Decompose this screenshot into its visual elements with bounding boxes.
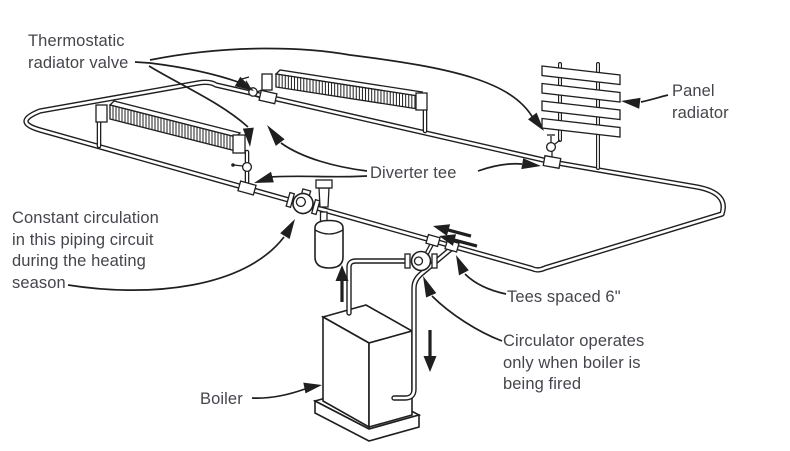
label-line: Thermostatic: [28, 32, 125, 50]
leader-trv-to-upper: [134, 61, 254, 91]
boiler-supply-tee: [425, 233, 441, 248]
leader-diverter-left: [254, 171, 368, 183]
label-panel-radiator: Panel radiator: [672, 81, 729, 124]
expansion-tank: [314, 179, 344, 269]
left-baseboard-radiator: [95, 100, 257, 196]
boiler-circulator: [404, 250, 438, 272]
leader-constant-circulation: [67, 219, 295, 292]
leader-panel-label: [621, 94, 669, 109]
system-circulator: [285, 188, 321, 216]
label-line: Boiler: [200, 390, 243, 408]
flow-arrow-main-1: [433, 224, 472, 238]
panel-radiator-trv: [545, 134, 561, 160]
label-line: Circulator operates: [503, 332, 645, 350]
label-line: Diverter tee: [370, 164, 457, 182]
left-radiator-trv: [231, 161, 253, 173]
label-line: Panel: [672, 82, 715, 100]
panel-radiator: [541, 62, 621, 170]
boiler-supply-pipe: [346, 258, 411, 316]
leader-boiler-label: [251, 382, 322, 399]
boiler-return-pipe: [391, 245, 455, 401]
label-line: radiator: [672, 103, 729, 122]
diverter-tee-upper: [258, 89, 278, 105]
label-constant-circulation: Constant circulation in this piping circ…: [12, 208, 159, 294]
label-thermostatic-radiator-valve: Thermostatic radiator valve: [28, 31, 128, 74]
label-tees-spaced: Tees spaced 6": [507, 287, 621, 309]
label-line: being fired: [503, 375, 582, 393]
flow-arrow-main-2: [439, 234, 478, 248]
leader-tees-spaced: [456, 255, 507, 295]
leader-diverter-upper: [267, 125, 368, 172]
boiler-right-face: [368, 329, 413, 429]
leader-trv-to-panel: [149, 47, 544, 131]
label-line: Constant circulation: [12, 209, 159, 227]
leader-trv-to-left: [148, 65, 254, 147]
label-line: during the heating: [12, 252, 146, 270]
label-diverter-tee: Diverter tee: [370, 163, 456, 185]
label-boiler: Boiler: [200, 389, 243, 411]
label-line: in this piping circuit: [12, 230, 154, 249]
label-line: Tees spaced 6": [507, 288, 621, 306]
label-line: season: [12, 273, 66, 292]
left-radiator-fins: [109, 105, 237, 151]
leader-circulator-label: [423, 276, 503, 342]
label-line: radiator valve: [28, 53, 129, 72]
flow-arrow-supply-up: [335, 265, 349, 302]
label-circulator-operates: Circulator operates only when boiler is …: [503, 331, 644, 396]
upper-radiator-trv: [241, 76, 265, 100]
boiler: [312, 304, 422, 442]
diverter-tee-left: [237, 180, 257, 196]
leader-diverter-panel: [477, 158, 541, 172]
flow-arrow-return-down: [423, 330, 437, 372]
label-line: only when boiler is: [503, 353, 641, 372]
diverter-tee-panel: [542, 154, 562, 170]
upper-baseboard-radiator: [241, 69, 428, 134]
main-loop-pipe: [23, 79, 726, 273]
upper-radiator-fins: [275, 74, 419, 109]
